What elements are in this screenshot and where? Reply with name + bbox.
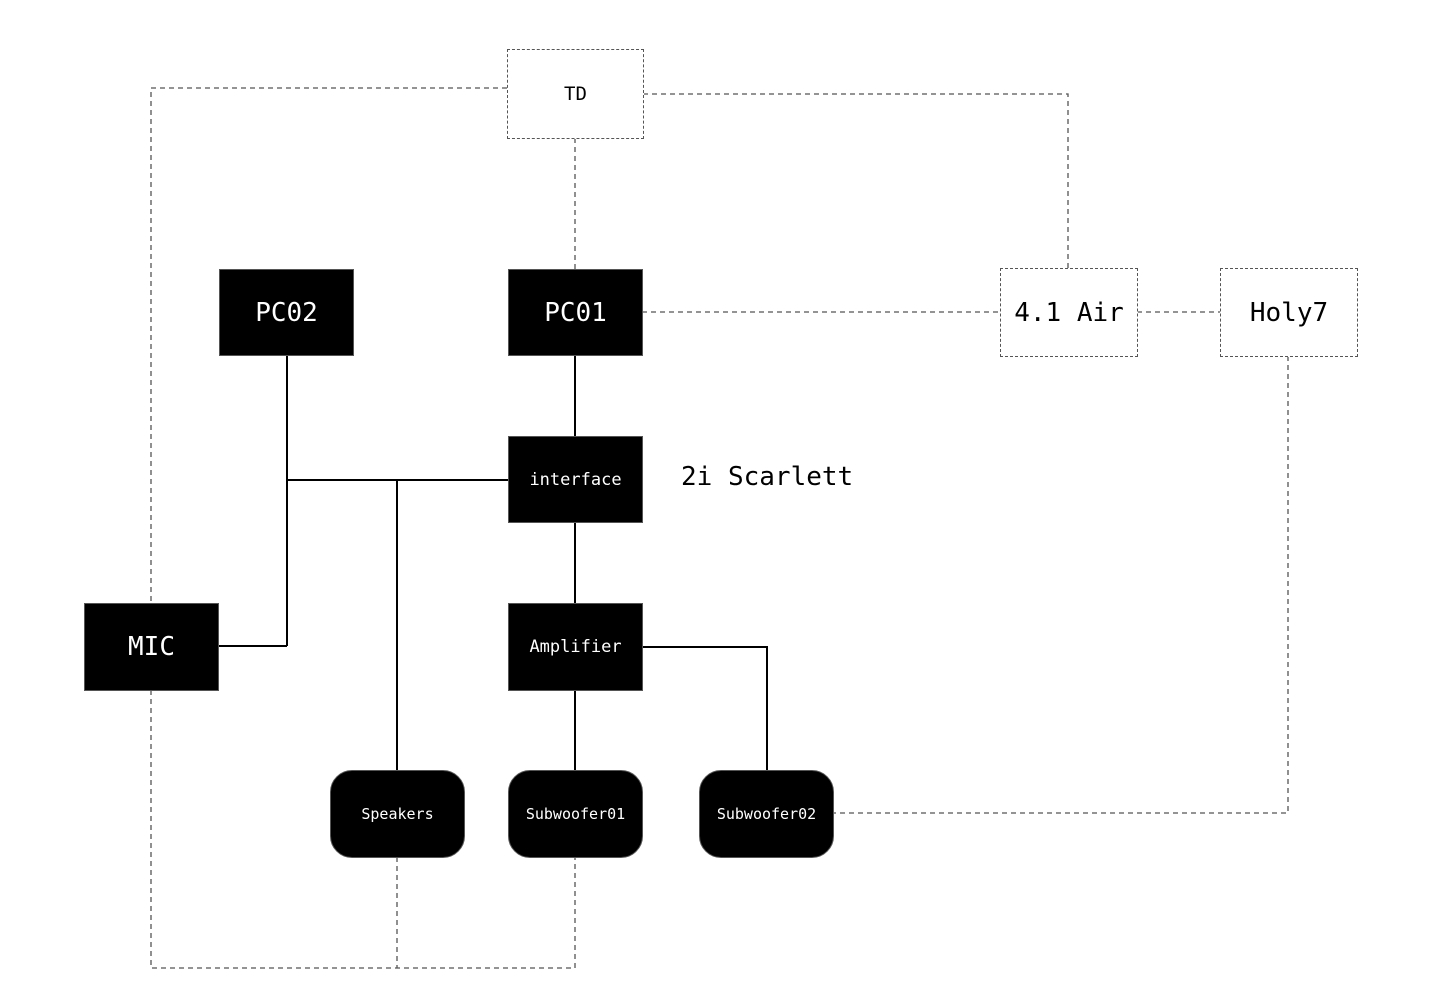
node-amplifier-label: Amplifier — [529, 637, 622, 657]
node-pc01-label: PC01 — [544, 297, 607, 328]
node-pc02-label: PC02 — [255, 297, 318, 328]
node-pc02[interactable]: PC02 — [219, 269, 354, 356]
node-interface-label: interface — [529, 469, 622, 490]
edge-holy7-subwoofer02 — [833, 356, 1289, 814]
edge-mic-subwoofer01-bottom — [150, 690, 576, 969]
node-speakers-label: Speakers — [361, 805, 434, 823]
edge-td-air — [643, 93, 1069, 268]
node-subwoofer01[interactable]: Subwoofer01 — [508, 770, 643, 858]
node-td-label: TD — [564, 83, 587, 105]
node-interface[interactable]: interface — [508, 436, 643, 523]
node-amplifier[interactable]: Amplifier — [508, 603, 643, 691]
node-holy7-label: Holy7 — [1249, 297, 1329, 328]
node-subwoofer01-label: Subwoofer01 — [525, 805, 626, 823]
node-mic-label: MIC — [128, 632, 175, 662]
node-subwoofer02[interactable]: Subwoofer02 — [699, 770, 834, 858]
interface-model-annotation: 2i Scarlett — [681, 462, 854, 492]
node-holy7[interactable]: Holy7 — [1220, 268, 1358, 357]
node-subwoofer02-label: Subwoofer02 — [716, 805, 817, 823]
node-4-1-air[interactable]: 4.1 Air — [1000, 268, 1138, 357]
edge-amplifier-subwoofer02 — [642, 646, 768, 770]
node-td[interactable]: TD — [507, 49, 644, 139]
node-mic[interactable]: MIC — [84, 603, 219, 691]
edge-td-mic — [150, 87, 507, 603]
node-pc01[interactable]: PC01 — [508, 269, 643, 356]
node-4-1-air-label: 4.1 Air — [1014, 297, 1124, 328]
node-speakers[interactable]: Speakers — [330, 770, 465, 858]
